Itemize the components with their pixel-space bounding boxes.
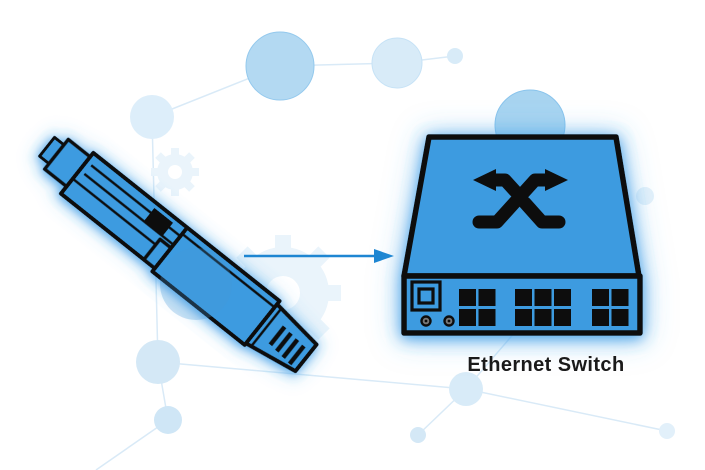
arrowhead-icon — [374, 249, 394, 263]
ethernet-port — [515, 289, 532, 306]
sfp-transceiver — [38, 135, 319, 374]
network-node — [371, 37, 423, 89]
ethernet-port — [554, 309, 571, 326]
network-edge — [465, 388, 668, 432]
network-node — [659, 423, 675, 439]
ethernet-port — [515, 309, 532, 326]
ethernet-port — [611, 289, 629, 306]
shuffle-arrows-icon — [472, 169, 568, 229]
console-port — [410, 280, 442, 312]
ethernet-port — [592, 309, 609, 326]
ethernet-port — [534, 309, 552, 326]
network-node — [154, 406, 182, 434]
network-edge — [151, 55, 456, 118]
network-node — [410, 427, 426, 443]
network-node — [447, 48, 463, 64]
body-edge-line — [181, 232, 276, 309]
decorative-overlay-circle — [160, 248, 232, 320]
ethernet-port-groups — [459, 289, 629, 326]
led-indicators — [420, 315, 455, 327]
transceiver-latch-tab — [143, 207, 174, 237]
network-node — [636, 187, 654, 205]
connection-arrow — [244, 249, 394, 263]
housing-ridge — [71, 177, 168, 255]
led-dot — [447, 319, 451, 323]
ethernet-port — [478, 309, 496, 326]
network-node — [245, 31, 315, 101]
ethernet-port — [459, 289, 476, 306]
network-node — [136, 340, 180, 384]
ethernet-switch — [401, 134, 643, 336]
ethernet-port — [554, 289, 571, 306]
network-node — [449, 372, 483, 406]
contact-fingers — [268, 325, 306, 366]
ethernet-port — [534, 289, 552, 306]
ethernet-port — [611, 309, 629, 326]
ethernet-port — [478, 289, 496, 306]
led-dot — [424, 319, 428, 323]
switch-label: Ethernet Switch — [467, 354, 625, 376]
ethernet-port — [592, 289, 609, 306]
ethernet-port — [459, 309, 476, 326]
network-edge — [157, 361, 467, 390]
network-node — [130, 95, 174, 139]
card-divider — [250, 307, 283, 348]
